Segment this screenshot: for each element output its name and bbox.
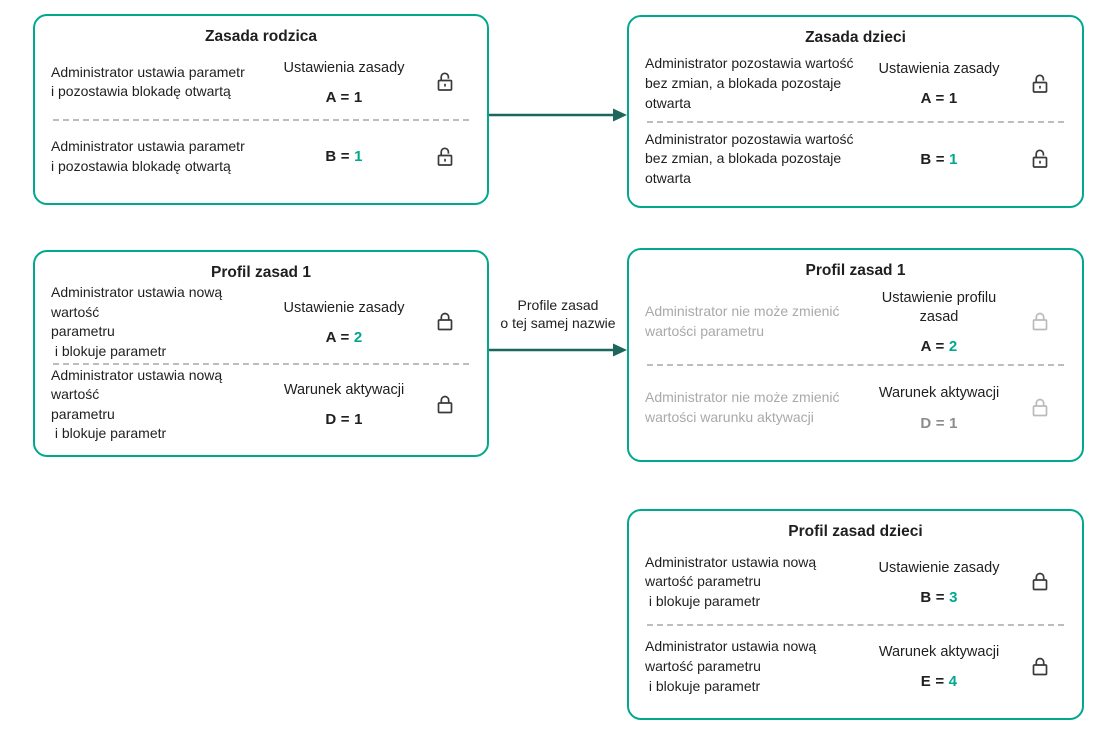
- parent-policy-card: Zasada rodzica Administrator ustawia par…: [33, 14, 489, 205]
- policy-profile-1-card: Profil zasad 1 Administrator ustawia now…: [33, 250, 489, 457]
- setting-value: A = 1: [325, 88, 363, 106]
- settings-group-label: Ustawienie zasady: [283, 299, 405, 316]
- dashed-divider: [647, 364, 1064, 366]
- child-policy-profile-card: Profil zasad dzieci Administrator ustawi…: [627, 509, 1084, 720]
- setting-value: A = 2: [920, 337, 958, 355]
- policy-profile-1-child-card: Profil zasad 1 Administrator nie może zm…: [627, 248, 1084, 462]
- card-title: Zasada dzieci: [805, 29, 906, 46]
- child-policy-card: Zasada dzieci Administrator pozostawia w…: [627, 15, 1084, 208]
- open-lock-icon: [1014, 147, 1066, 171]
- setting-row: Administrator nie może zmienić wartości …: [645, 280, 1066, 364]
- card-title: Zasada rodzica: [205, 28, 317, 45]
- open-lock-icon: [419, 145, 471, 169]
- row-description: Administrator ustawia nową wartość param…: [51, 366, 223, 442]
- settings-group-label: Warunek aktywacji: [283, 382, 405, 399]
- closed-lock-icon: [419, 310, 471, 334]
- setting-row: Administrator pozostawia wartość bez zmi…: [645, 47, 1066, 121]
- closed-lock-icon: [419, 393, 471, 417]
- setting-value: B = 1: [325, 148, 363, 166]
- setting-value: E = 4: [920, 673, 958, 691]
- setting-value: B = 3: [920, 588, 958, 606]
- closed-lock-icon: [1014, 310, 1066, 334]
- row-description: Administrator ustawia parametr i pozosta…: [51, 63, 245, 100]
- dashed-divider: [53, 362, 469, 365]
- setting-row: Administrator ustawia nową wartość param…: [645, 541, 1066, 624]
- row-description: Administrator ustawia parametr i pozosta…: [51, 138, 245, 174]
- open-lock-icon: [419, 70, 471, 94]
- dashed-divider: [53, 118, 469, 121]
- settings-group-label: Warunek aktywacji: [878, 644, 1000, 661]
- settings-group-label: Ustawienie zasady: [878, 559, 1000, 576]
- card-title: Profil zasad 1: [805, 262, 906, 279]
- closed-lock-icon: [1014, 570, 1066, 594]
- setting-value: A = 1: [920, 90, 958, 108]
- row-description: Administrator ustawia nową wartość param…: [51, 284, 223, 359]
- dashed-divider: [647, 623, 1064, 626]
- dashed-divider: [647, 120, 1064, 123]
- setting-row: Administrator ustawia nową wartość param…: [645, 626, 1066, 709]
- parent-to-child-arrow: [489, 107, 627, 123]
- row-description: Administrator nie może zmienić wartości …: [645, 389, 840, 425]
- open-lock-icon: [1014, 72, 1066, 96]
- setting-row: Administrator ustawia nową wartość param…: [51, 365, 471, 446]
- closed-lock-icon: [1014, 396, 1066, 420]
- card-title: Profil zasad 1: [211, 264, 311, 281]
- row-description: Administrator nie może zmienić wartości …: [645, 303, 840, 339]
- setting-value: B = 1: [920, 150, 958, 168]
- setting-value: A = 2: [325, 328, 363, 346]
- setting-value: D = 1: [920, 414, 958, 432]
- setting-value: D = 1: [325, 411, 363, 429]
- row-description: Administrator ustawia nową wartość param…: [645, 553, 817, 610]
- profiles-arrow-label: Profile zasad o tej samej nazwie: [500, 297, 616, 332]
- setting-row: Administrator ustawia nową wartość param…: [51, 282, 471, 363]
- setting-row: Administrator ustawia parametr i pozosta…: [51, 121, 471, 194]
- row-description: Administrator pozostawia wartość bez zmi…: [645, 130, 854, 187]
- setting-row: Administrator pozostawia wartość bez zmi…: [645, 123, 1066, 197]
- settings-group-label: Ustawienie profilu zasad: [881, 290, 997, 325]
- setting-row: Administrator nie może zmienić wartości …: [645, 366, 1066, 450]
- row-description: Administrator ustawia nową wartość param…: [645, 638, 817, 694]
- closed-lock-icon: [1014, 655, 1066, 679]
- settings-group-label: Ustawienia zasady: [878, 61, 1000, 78]
- profile-to-profile-arrow: [489, 342, 627, 358]
- setting-row: Administrator ustawia parametr i pozosta…: [51, 46, 471, 119]
- row-description: Administrator pozostawia wartość bez zmi…: [645, 55, 854, 111]
- card-title: Profil zasad dzieci: [788, 523, 923, 540]
- settings-group-label: Warunek aktywacji: [878, 385, 1000, 402]
- settings-group-label: Ustawienia zasady: [283, 59, 405, 76]
